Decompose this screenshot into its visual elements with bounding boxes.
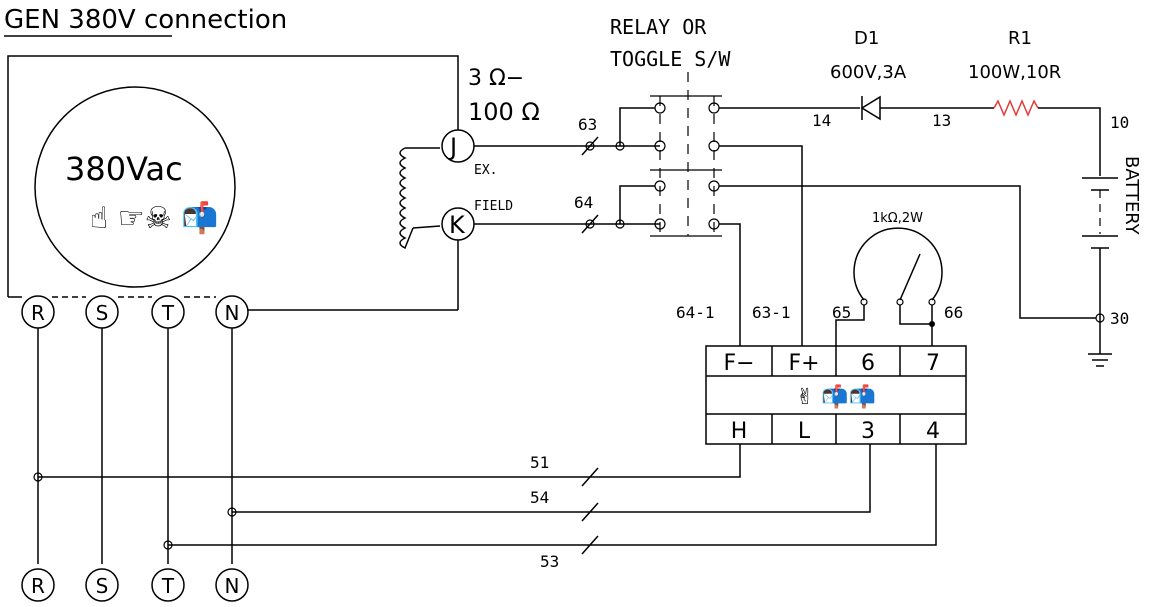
avr-terminal-7: 7 <box>926 351 940 376</box>
battery-label: BATTERY <box>1121 156 1142 236</box>
phase-s-lower <box>85 568 119 602</box>
avr-terminal-h: H <box>731 419 748 444</box>
wire-30-label: 30 <box>1110 309 1129 328</box>
wire-63-1-label: 63-1 <box>752 303 791 322</box>
switch-label-line1: RELAY OR <box>610 15 707 39</box>
wire-51-label: 51 <box>530 453 549 472</box>
terminal-j-label: J <box>448 133 457 161</box>
generator-label: 380Vac <box>65 150 183 188</box>
wire-53 <box>168 444 937 546</box>
phase-n-upper-label: N <box>225 301 240 325</box>
resistor-name: R1 <box>1008 28 1032 49</box>
phase-r-lower <box>21 568 55 602</box>
phase-n-lower-label: N <box>225 574 240 598</box>
avr-terminal-3: 3 <box>861 419 875 444</box>
potentiometer-rating: 1kΩ,2W <box>872 211 923 226</box>
wire-63-label: 63 <box>578 115 597 134</box>
phase-n-lower <box>215 568 249 602</box>
wire-64-1-label: 64-1 <box>676 303 715 322</box>
wire-63-mark <box>581 136 599 156</box>
avr-terminal-l: L <box>798 419 811 444</box>
potentiometer <box>835 227 943 346</box>
wire-10-label: 10 <box>1110 113 1129 132</box>
avr-terminal-4: 4 <box>926 419 940 444</box>
wire-65-label: 65 <box>832 303 851 322</box>
diode-name: D1 <box>854 28 879 49</box>
phase-t-lower-label: T <box>161 574 175 598</box>
phase-t-upper-label: T <box>161 301 175 325</box>
wire-64-bridge <box>619 185 655 224</box>
wire-13-label: 13 <box>932 111 951 130</box>
generator-frame <box>7 55 459 297</box>
diode-rating: 600V,3A <box>830 62 907 83</box>
exciter-coil <box>399 147 441 250</box>
diagram-title: GEN 380V connection <box>4 5 287 35</box>
resistance-label-line2: 100 Ω <box>468 98 540 126</box>
terminal-j <box>441 129 475 163</box>
wire-63-1 <box>719 145 803 346</box>
phase-s-upper-label: S <box>96 301 109 325</box>
wire-54-label: 54 <box>530 488 549 507</box>
generator-symbols: ☝ ☞☠ 📬 <box>90 200 218 236</box>
phase-s-lower-label: S <box>96 574 109 598</box>
wire-53-label: 53 <box>540 552 559 571</box>
wire-64-1 <box>719 223 741 346</box>
generator: 380Vac ☝ ☞☠ 📬 <box>7 55 459 310</box>
wire-66-label: 66 <box>944 303 963 322</box>
wire-64-mark <box>581 214 599 234</box>
switch-label-line2: TOGGLE S/W <box>610 47 731 71</box>
battery <box>1082 177 1118 367</box>
label-ex: EX. <box>474 163 497 178</box>
wire-63-bridge <box>619 107 655 146</box>
avr-symbols: ✌ 📬📬 <box>796 384 876 410</box>
resistor-r1 <box>993 99 1039 117</box>
wire-30 <box>719 185 1096 319</box>
wire-54 <box>232 444 871 513</box>
avr-terminal-f-plus: F+ <box>788 351 819 376</box>
wire-51 <box>38 444 741 478</box>
generator-circle <box>34 86 236 288</box>
avr-terminal-f-minus: F− <box>723 351 754 376</box>
phase-r-upper-label: R <box>31 301 45 325</box>
wire-10 <box>1038 107 1101 176</box>
label-field: FIELD <box>474 199 513 214</box>
wire-64-label: 64 <box>574 193 593 212</box>
avr-terminal-block <box>705 345 967 445</box>
resistor-rating: 100W,10R <box>968 62 1061 83</box>
phase-t-lower <box>151 568 185 602</box>
relay-switch: RELAY OR TOGGLE S/W <box>610 15 731 237</box>
wire-14-label: 14 <box>812 111 831 130</box>
phase-r-lower-label: R <box>31 574 45 598</box>
diode-d1 <box>860 95 881 121</box>
avr-terminal-6: 6 <box>861 351 875 376</box>
terminal-k-label: K <box>449 211 466 239</box>
resistance-label-line1: 3 Ω− <box>468 66 524 91</box>
